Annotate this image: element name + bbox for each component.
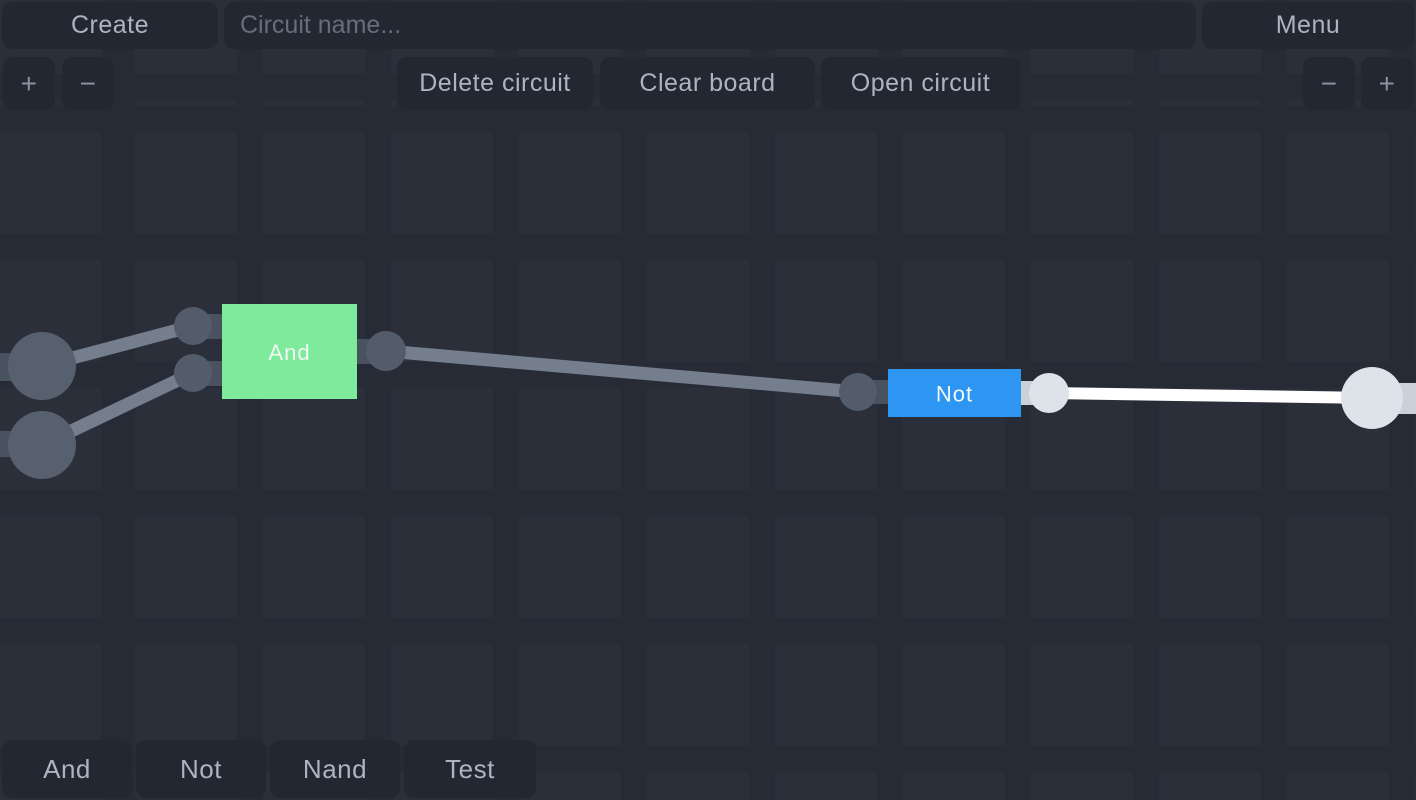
not-input[interactable] bbox=[839, 373, 877, 411]
zoom-in-button-left[interactable]: + bbox=[3, 57, 55, 110]
and-gate[interactable] bbox=[222, 304, 357, 399]
zoom-out-button-right[interactable]: − bbox=[1303, 57, 1355, 110]
menu-button[interactable]: Menu bbox=[1202, 2, 1414, 49]
create-button[interactable]: Create bbox=[2, 2, 218, 49]
wire-and-out-to-not-in bbox=[385, 344, 859, 399]
and-input-1[interactable] bbox=[174, 307, 212, 345]
not-gate-label: Not bbox=[936, 382, 973, 407]
open-circuit-button[interactable]: Open circuit bbox=[821, 57, 1020, 110]
zoom-out-button-left[interactable]: − bbox=[62, 57, 114, 110]
not-output[interactable] bbox=[1029, 373, 1069, 413]
wire-not-out-to-output bbox=[1048, 387, 1373, 404]
input-switch-1[interactable] bbox=[8, 332, 76, 400]
delete-circuit-button[interactable]: Delete circuit bbox=[397, 57, 593, 110]
palette-item-not[interactable]: Not bbox=[136, 740, 266, 798]
circuit-name-input[interactable] bbox=[224, 2, 1196, 49]
and-input-2[interactable] bbox=[174, 354, 212, 392]
clear-board-button[interactable]: Clear board bbox=[600, 57, 815, 110]
input-switch-2[interactable] bbox=[8, 411, 76, 479]
palette-item-nand[interactable]: Nand bbox=[270, 740, 400, 798]
output-indicator[interactable] bbox=[1341, 367, 1403, 429]
zoom-in-button-right[interactable]: + bbox=[1361, 57, 1413, 110]
palette-item-test[interactable]: Test bbox=[404, 740, 536, 798]
and-output[interactable] bbox=[366, 331, 406, 371]
and-gate-label: And bbox=[268, 340, 310, 365]
palette-item-and[interactable]: And bbox=[2, 740, 132, 798]
not-gate[interactable] bbox=[888, 369, 1021, 417]
